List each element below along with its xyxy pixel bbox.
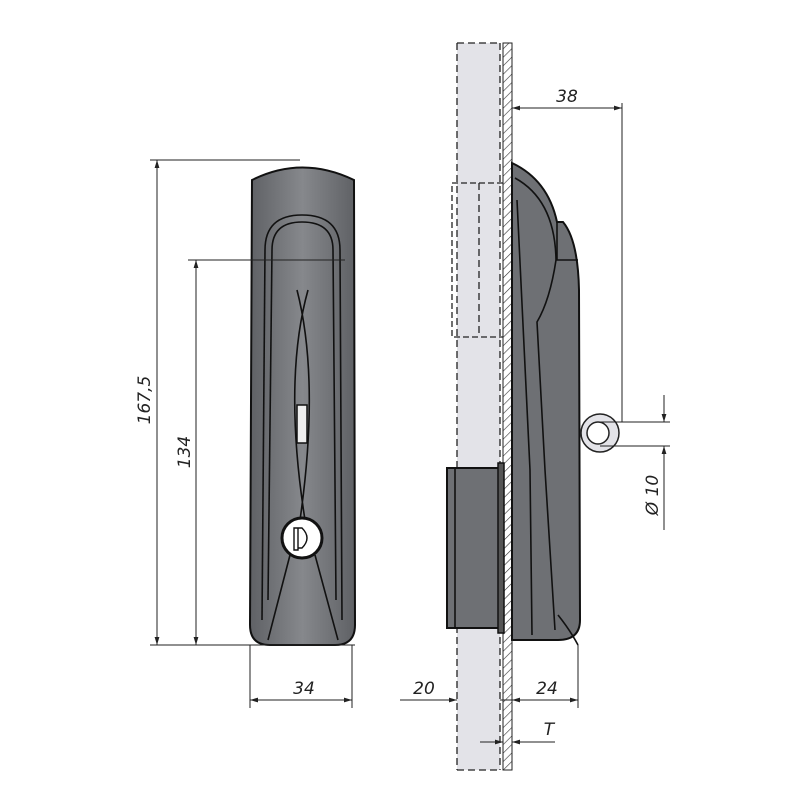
keyhole-icon [293, 527, 308, 551]
dim-panel-thickness: 20 [413, 679, 435, 699]
dim-hole-spacing: 134 [175, 436, 195, 468]
door-sheet-hatched [502, 42, 513, 771]
front-view [248, 166, 357, 646]
door-panel [457, 43, 500, 770]
dim-width: 34 [293, 679, 315, 699]
side-dimensions: 38 Ø 10 20 24 T [400, 87, 670, 745]
dim-thickness: T [544, 720, 556, 740]
side-view [446, 42, 620, 771]
front-dimensions: 167,5 134 34 [135, 159, 355, 708]
dim-ring-diameter: Ø 10 [643, 475, 663, 516]
lever-slot [296, 404, 308, 444]
handle-side-body [511, 161, 582, 641]
dim-projection: 38 [556, 87, 578, 107]
dim-depth: 24 [536, 679, 558, 699]
dim-overall-height: 167,5 [135, 376, 155, 425]
